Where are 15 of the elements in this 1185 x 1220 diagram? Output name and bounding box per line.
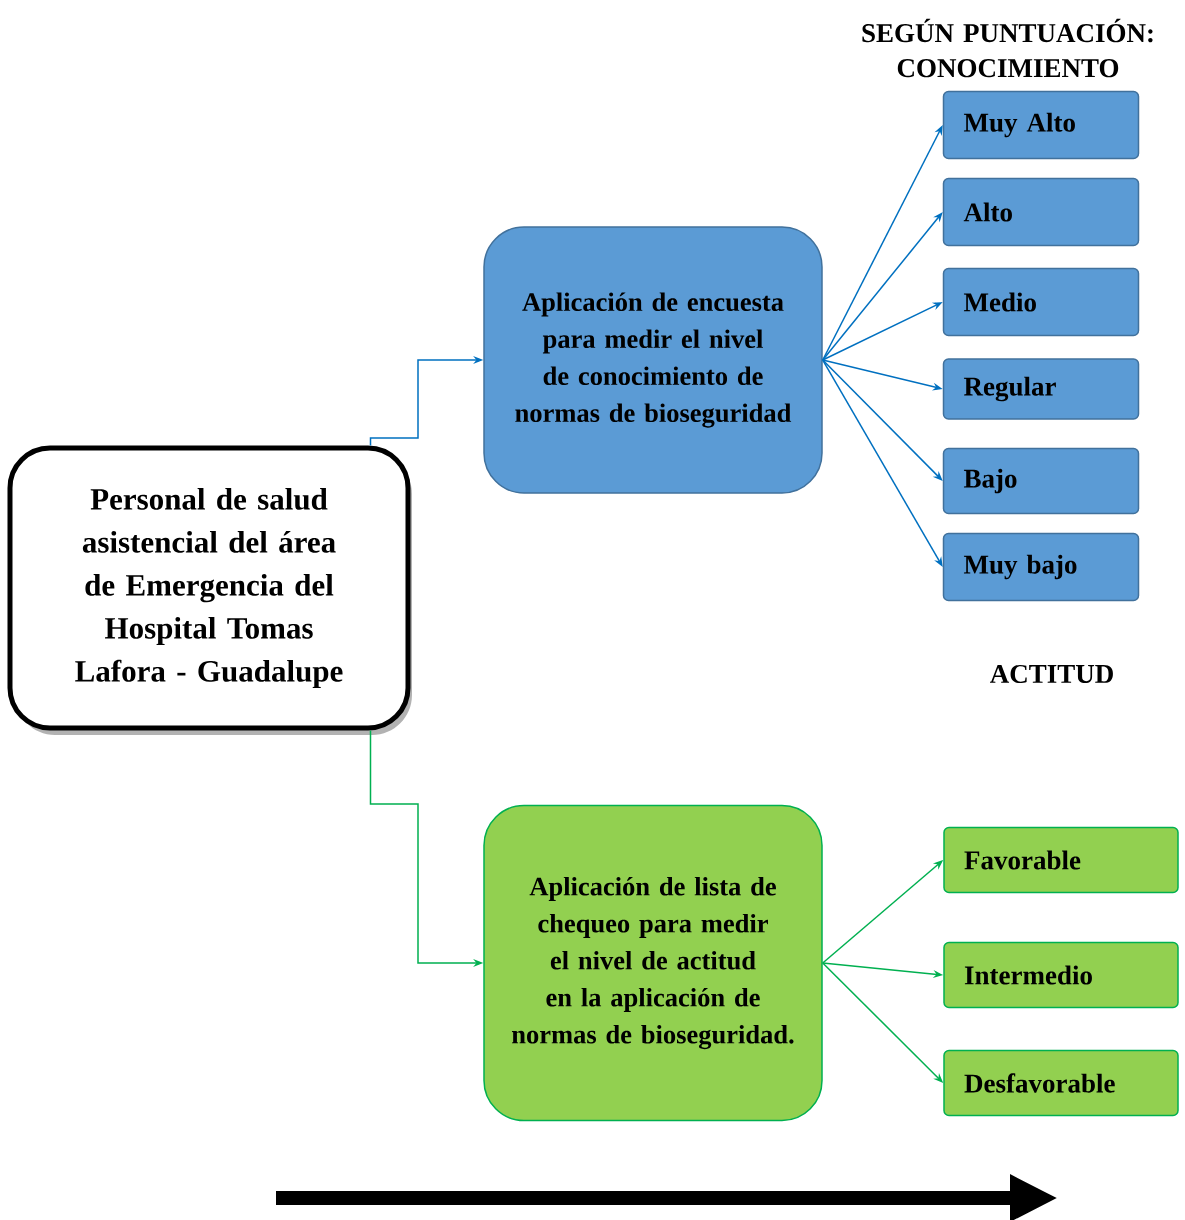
level-box: Medio	[942, 267, 1140, 337]
process-box: Aplicación de encuesta para medir el nivel de conocimiento de normas de bioseguridad	[483, 226, 823, 494]
process-box: Aplicación de lista de chequeo para medir el nivel de actitud en la aplicación de normas de bioseguridad.	[483, 804, 823, 1122]
level-box: Alto	[942, 177, 1140, 247]
level-box: Favorable	[943, 826, 1179, 894]
heading: ACTITUD	[990, 664, 1113, 684]
level-box: Intermedio	[943, 941, 1179, 1009]
level-box: Muy Alto	[942, 90, 1140, 160]
arrow	[822, 212, 943, 361]
arrow	[822, 359, 943, 481]
rounded-box: Personal de salud asistencial del área de Emergencia del Hospital Tomas Lafora - Guadalupe	[7, 445, 411, 731]
level-box: Bajo	[942, 447, 1140, 515]
level-box: Muy bajo	[942, 532, 1140, 602]
level-box: Desfavorable	[943, 1049, 1179, 1117]
level-box: Regular	[942, 358, 1140, 420]
